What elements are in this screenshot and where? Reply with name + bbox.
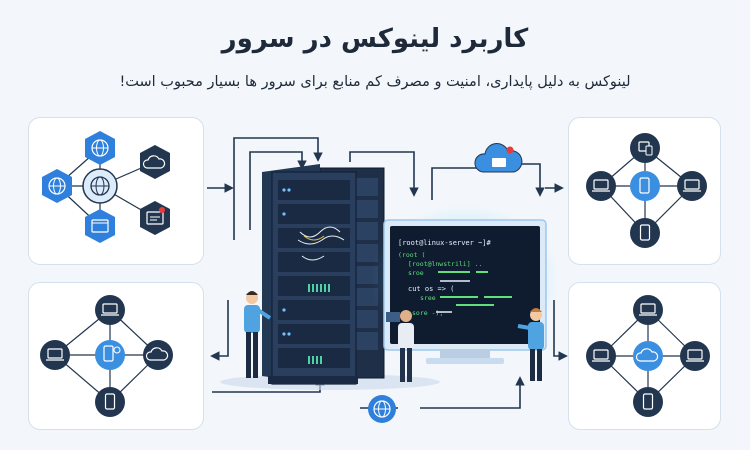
engineer-left: [244, 291, 272, 378]
cloud-icon: [633, 341, 663, 371]
phone-icon: [95, 387, 125, 417]
laptop-icon: [680, 341, 710, 371]
laptop-icon: [633, 295, 663, 325]
laptop-icon: [95, 295, 125, 325]
terminal-line: sree: [420, 294, 436, 302]
network-top-left: [42, 131, 170, 243]
terminal-monitor: [370, 205, 560, 364]
laptop-icon: [677, 171, 707, 201]
globe-icon: [85, 131, 115, 165]
globe-icon: [82, 168, 118, 204]
terminal-screen: [root@linux-server ~]# (root ( [root@lnw…: [398, 239, 512, 317]
phone-icon: [95, 340, 125, 370]
terminal-line: (root (: [398, 251, 425, 259]
globe-icon: [42, 169, 72, 203]
network-bottom-left: [40, 295, 173, 417]
globe-icon: [368, 395, 396, 423]
browser-window-icon: [85, 209, 115, 243]
browser-window-icon: [140, 201, 170, 235]
phone-icon: [630, 218, 660, 248]
phone-icon: [630, 171, 660, 201]
terminal-line: sore -);: [412, 309, 443, 317]
server-rack-illustration: [220, 164, 440, 390]
connection-arrows: [207, 137, 568, 409]
cloud-icon: [140, 145, 170, 179]
cloud-icon: [474, 143, 523, 173]
terminal-line: sroe: [408, 269, 424, 277]
cloud-icon: [143, 340, 173, 370]
engineer-right: [517, 308, 544, 381]
network-bottom-right: [586, 295, 710, 417]
terminal-line: [root@lnwstrili] ..: [408, 260, 482, 268]
laptop-icon: [586, 171, 616, 201]
terminal-line: cut os => (: [408, 285, 454, 293]
laptop-icon: [40, 340, 70, 370]
network-top-right: [586, 133, 707, 248]
phone-icon: [633, 387, 663, 417]
page-title: کاربرد لینوکس در سرور: [221, 24, 529, 54]
page-subtitle: لینوکس به دلیل پایداری، امنیت و مصرف کم …: [119, 74, 631, 90]
laptop-icon: [586, 341, 616, 371]
laptop-icon: [630, 133, 660, 163]
engineer-center: [386, 310, 414, 382]
terminal-prompt: [root@linux-server ~]#: [398, 239, 492, 247]
